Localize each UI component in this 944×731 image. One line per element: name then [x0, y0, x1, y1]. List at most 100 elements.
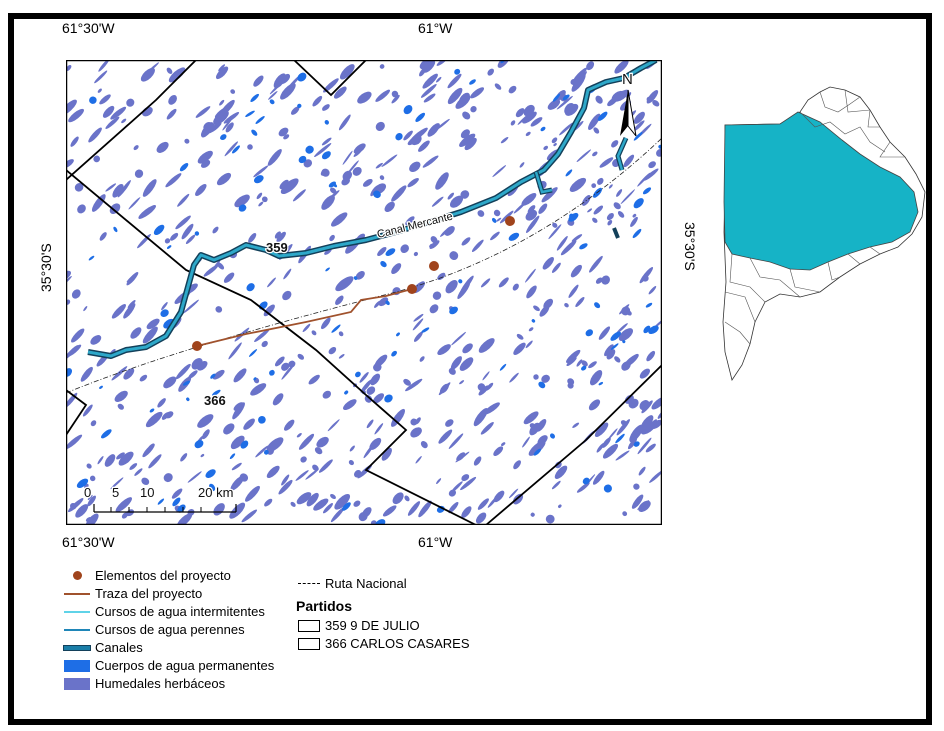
wetland-patch — [460, 275, 474, 294]
wetland-patch — [413, 313, 424, 322]
wetland-patch — [212, 369, 225, 380]
wetland-patch — [533, 305, 540, 312]
wetland-patch — [542, 257, 554, 270]
wetland-patch — [475, 512, 487, 524]
wetland-patch — [298, 433, 315, 450]
wetland-patch — [327, 419, 340, 432]
legend-item-traza: Traza del proyecto — [62, 586, 202, 601]
wetland-patch — [595, 95, 603, 104]
legend-label: Elementos del proyecto — [95, 568, 231, 583]
wetland-patch — [316, 436, 329, 448]
wetland-patch — [83, 306, 88, 312]
water-body — [209, 483, 216, 492]
wetland-patch — [66, 434, 83, 450]
wetland-patch — [648, 161, 656, 169]
wetland-patch — [342, 150, 353, 165]
wetland-patch — [202, 429, 210, 440]
wetland-patch — [595, 277, 603, 284]
main-map: Canal Mercante 359 366 N 0 5 10 20 km — [66, 60, 662, 525]
wetland-patch — [628, 398, 639, 409]
water-body — [391, 350, 397, 357]
wetland-patch — [141, 477, 150, 486]
wetland-patch — [382, 505, 397, 517]
wetland-patch — [513, 342, 526, 355]
coord-top-right: 61°W — [418, 20, 453, 36]
coord-right: 35°30'S — [682, 222, 698, 271]
wetland-patch — [197, 150, 213, 164]
wetland-patch — [216, 172, 232, 186]
wetland-patch — [379, 64, 385, 69]
wetland-patch — [553, 143, 557, 147]
wetland-patch — [403, 130, 413, 141]
water-body — [194, 440, 204, 449]
wetland-patch — [161, 302, 168, 311]
wetland-patch — [352, 166, 362, 176]
wetland-patch — [510, 120, 516, 126]
water-body — [66, 368, 73, 377]
wetland-patch — [99, 94, 111, 105]
wetland-patch — [375, 162, 383, 169]
wetland-patch — [438, 429, 453, 444]
wetland-patch — [230, 89, 236, 94]
wetland-patch — [439, 383, 449, 394]
wetland-patch — [522, 436, 530, 448]
wetland-patch — [278, 479, 293, 495]
water-body — [469, 79, 476, 85]
perennial-stream-icon — [62, 623, 92, 637]
legend-label: Ruta Nacional — [325, 576, 407, 591]
wetland-patch — [349, 445, 355, 452]
wetland-patch — [329, 234, 335, 242]
wetland-patch — [370, 185, 379, 197]
wetland-patch — [626, 310, 632, 316]
water-body — [253, 175, 264, 184]
wetland-patch — [180, 453, 188, 462]
wetland-patch — [348, 460, 354, 466]
wetland-patch — [212, 396, 222, 405]
wetland-patch — [515, 108, 525, 118]
water-body — [172, 497, 181, 507]
wetland-patch — [444, 225, 455, 236]
wetland-patch — [607, 219, 613, 226]
wetland-patch — [494, 83, 502, 90]
water-body — [88, 255, 95, 261]
wetland-patch — [646, 350, 656, 362]
wetland-patch — [234, 194, 250, 208]
wetland-patch — [487, 68, 494, 76]
wetland-patch — [513, 460, 521, 470]
wetland-patch — [413, 251, 418, 257]
wetland-patch — [322, 104, 330, 111]
wetland-patch — [148, 454, 162, 469]
wetland-patch — [197, 414, 214, 428]
wetland-patch — [282, 290, 292, 301]
water-body — [297, 103, 302, 109]
wetland-patch — [594, 422, 609, 438]
project-point-icon — [62, 569, 92, 583]
legend-partidos-title: Partidos — [296, 598, 353, 614]
wetland-patch — [324, 248, 332, 255]
inset-province-map — [722, 86, 926, 381]
wetland-patch — [266, 437, 284, 452]
partido-boundary — [66, 60, 197, 181]
wetland-patch — [477, 210, 485, 217]
wetland-patch — [391, 185, 407, 202]
wetland-patch — [274, 231, 281, 239]
scale-bar: 0 5 10 20 km — [83, 484, 237, 513]
wetland-patch — [409, 161, 421, 172]
water-body — [395, 133, 403, 141]
wetland-patch — [620, 420, 628, 426]
wetland-patch — [591, 183, 597, 189]
wetland-patch — [517, 113, 530, 125]
water-body — [633, 198, 644, 209]
wetland-patch — [447, 87, 463, 105]
coord-top-left: 61°30'W — [62, 20, 115, 36]
wetland-patch — [111, 366, 128, 381]
wetland-patch — [185, 234, 196, 244]
wetland-patch — [87, 495, 96, 507]
water-body — [331, 324, 341, 333]
water-body — [186, 397, 190, 402]
water-body — [403, 105, 413, 115]
wetland-patch — [338, 353, 345, 359]
water-body — [220, 134, 227, 141]
wetland-patch — [85, 517, 91, 522]
wetland-patch — [77, 204, 86, 214]
